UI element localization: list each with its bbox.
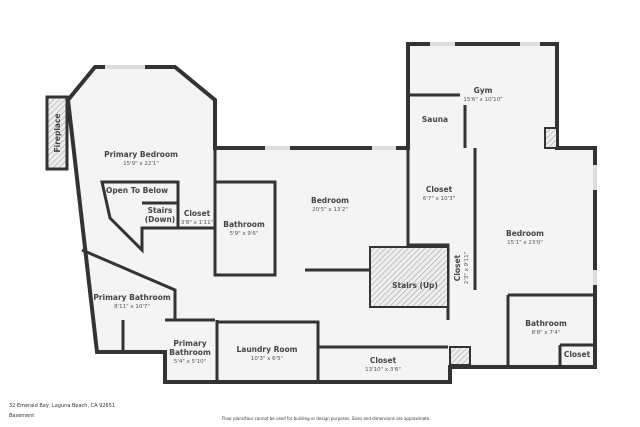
room-open-to-below: Open To Below (106, 186, 168, 195)
room-bedroom-right: Bedroom 15'1" x 23'0" (506, 229, 544, 246)
svg-text:8'8" x 7'4": 8'8" x 7'4" (532, 330, 561, 336)
svg-text:13'10" x 3'6": 13'10" x 3'6" (365, 367, 401, 373)
room-fireplace: Fireplace (53, 113, 62, 152)
svg-text:5'4" x 5'10": 5'4" x 5'10" (174, 359, 206, 365)
svg-text:Laundry Room: Laundry Room (237, 345, 298, 354)
fireplace (45, 95, 69, 171)
svg-text:(Down): (Down) (145, 215, 176, 224)
svg-text:Stairs: Stairs (148, 206, 173, 215)
floor-outline (65, 42, 597, 384)
svg-text:8'11" x 10'7": 8'11" x 10'7" (114, 304, 150, 310)
svg-text:20'5" x 13'2": 20'5" x 13'2" (312, 207, 348, 213)
svg-text:Primary: Primary (173, 339, 206, 348)
room-primary-bathroom-2: Primary Bathroom 5'4" x 5'10" (169, 339, 211, 365)
svg-text:Closet: Closet (370, 356, 397, 365)
svg-text:Bedroom: Bedroom (311, 196, 349, 205)
room-closet-right: Closet (564, 350, 591, 359)
svg-text:Gym: Gym (474, 86, 493, 95)
room-gym: Gym 15'6" x 10'10" (463, 86, 502, 103)
svg-text:Bathroom: Bathroom (525, 319, 567, 328)
svg-text:Bathroom: Bathroom (223, 220, 265, 229)
svg-text:10'3" x 6'5": 10'3" x 6'5" (251, 356, 283, 362)
svg-text:6'7" x 10'3": 6'7" x 10'3" (423, 196, 455, 202)
room-bathroom-mid: Bathroom 5'9" x 9'6" (223, 220, 265, 237)
svg-text:Primary Bedroom: Primary Bedroom (104, 150, 178, 159)
svg-text:Primary Bathroom: Primary Bathroom (93, 293, 171, 302)
room-primary-bathroom-1: Primary Bathroom 8'11" x 10'7" (93, 293, 171, 310)
room-closet-narrow: Closet 2'3" x 9'11" (453, 252, 470, 284)
floor-name: Basement (9, 413, 35, 419)
svg-text:5'9" x 9'6": 5'9" x 9'6" (230, 231, 259, 237)
room-bedroom-mid: Bedroom 20'5" x 13'2" (311, 196, 349, 213)
address: 32 Emerald Bay, Laguna Beach, CA 92651 (9, 403, 116, 409)
room-closet-mid: Closet 6'7" x 10'3" (423, 185, 455, 202)
svg-text:15'9" x 22'1": 15'9" x 22'1" (123, 161, 159, 167)
room-primary-bedroom: Primary Bedroom 15'9" x 22'1" (104, 150, 178, 167)
stairs-up (369, 246, 449, 308)
svg-text:2'3" x 9'11": 2'3" x 9'11" (464, 252, 470, 284)
svg-text:Bedroom: Bedroom (506, 229, 544, 238)
disclaimer: Floor plans/tour cannot be used for buil… (222, 416, 431, 421)
room-sauna: Sauna (422, 115, 448, 124)
svg-text:15'6" x 10'10": 15'6" x 10'10" (463, 97, 502, 103)
svg-text:15'1" x 23'0": 15'1" x 23'0" (507, 240, 543, 246)
room-bathroom-right: Bathroom 8'8" x 7'4" (525, 319, 567, 336)
room-stairs-down: Stairs (Down) (145, 206, 176, 224)
room-closet-hall: Closet 13'10" x 3'6" (365, 356, 401, 373)
room-laundry: Laundry Room 10'3" x 6'5" (237, 345, 298, 362)
svg-text:Closet: Closet (453, 254, 462, 281)
svg-text:Closet: Closet (426, 185, 453, 194)
room-closet-small: Closet 3'8" x 1'11" (181, 209, 213, 226)
room-stairs-up: Stairs (Up) (392, 281, 438, 290)
svg-text:Bathroom: Bathroom (169, 348, 211, 357)
svg-text:Closet: Closet (184, 209, 211, 218)
svg-text:3'8" x 1'11": 3'8" x 1'11" (181, 220, 213, 226)
